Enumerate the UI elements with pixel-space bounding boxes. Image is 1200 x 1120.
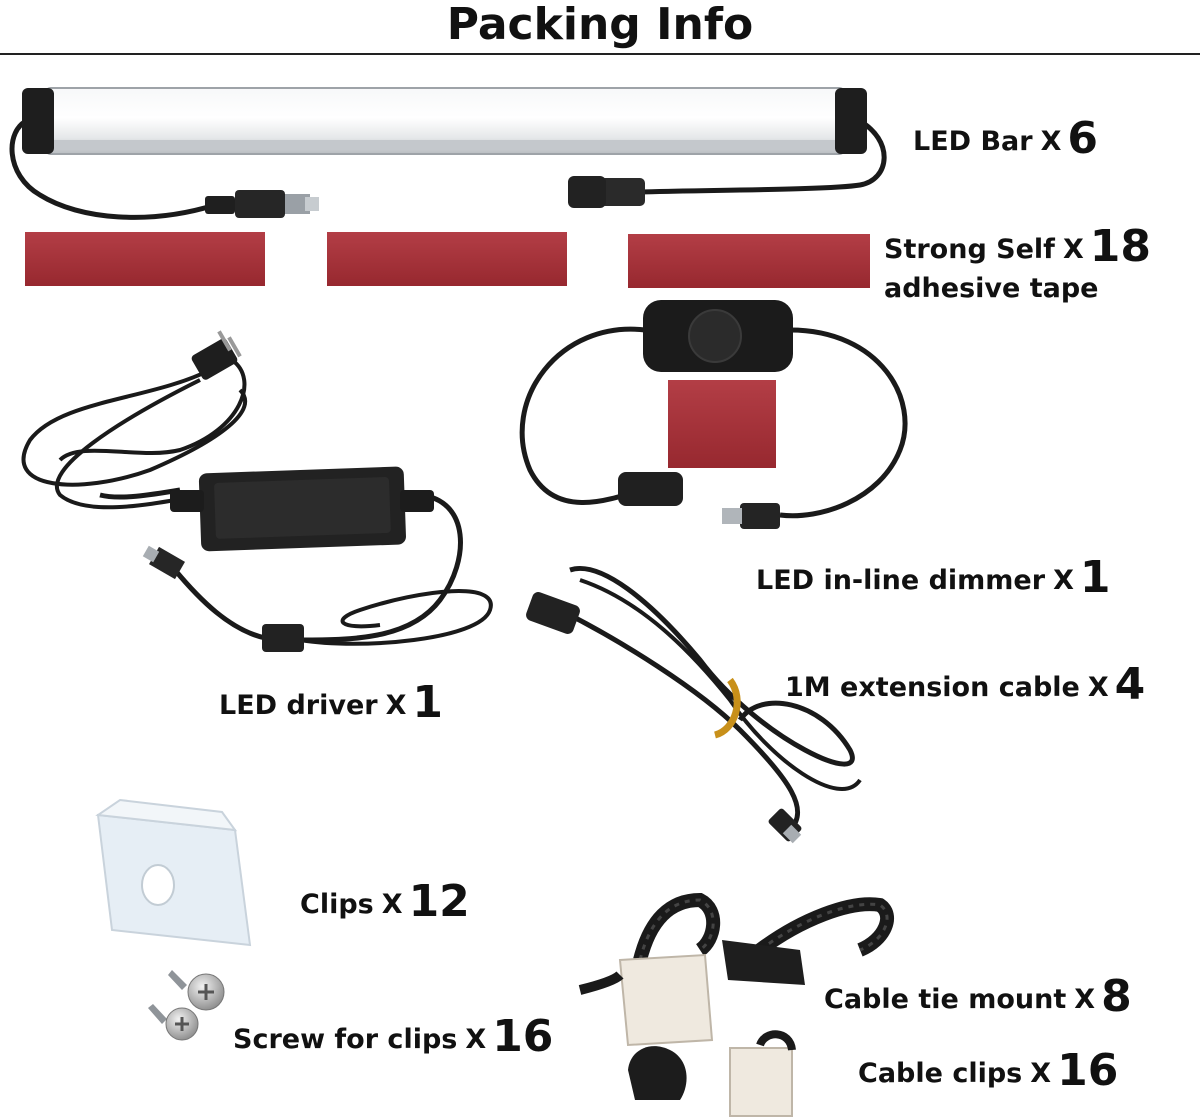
dimmer-image (519, 300, 908, 529)
screws-image (148, 970, 225, 1041)
cable-clips-image (628, 1030, 796, 1117)
cable-tie-mount-image (578, 892, 894, 1047)
adhesive-tape-image (25, 232, 870, 288)
adhesive-tape-label-line2: adhesive tape (884, 272, 1099, 304)
led-driver-image (21, 330, 493, 652)
clips-image (95, 798, 252, 947)
page-title: Packing Info (446, 0, 754, 50)
title-divider (0, 53, 1200, 55)
extension-cable-image (526, 566, 862, 844)
led-bar-image (9, 87, 887, 220)
